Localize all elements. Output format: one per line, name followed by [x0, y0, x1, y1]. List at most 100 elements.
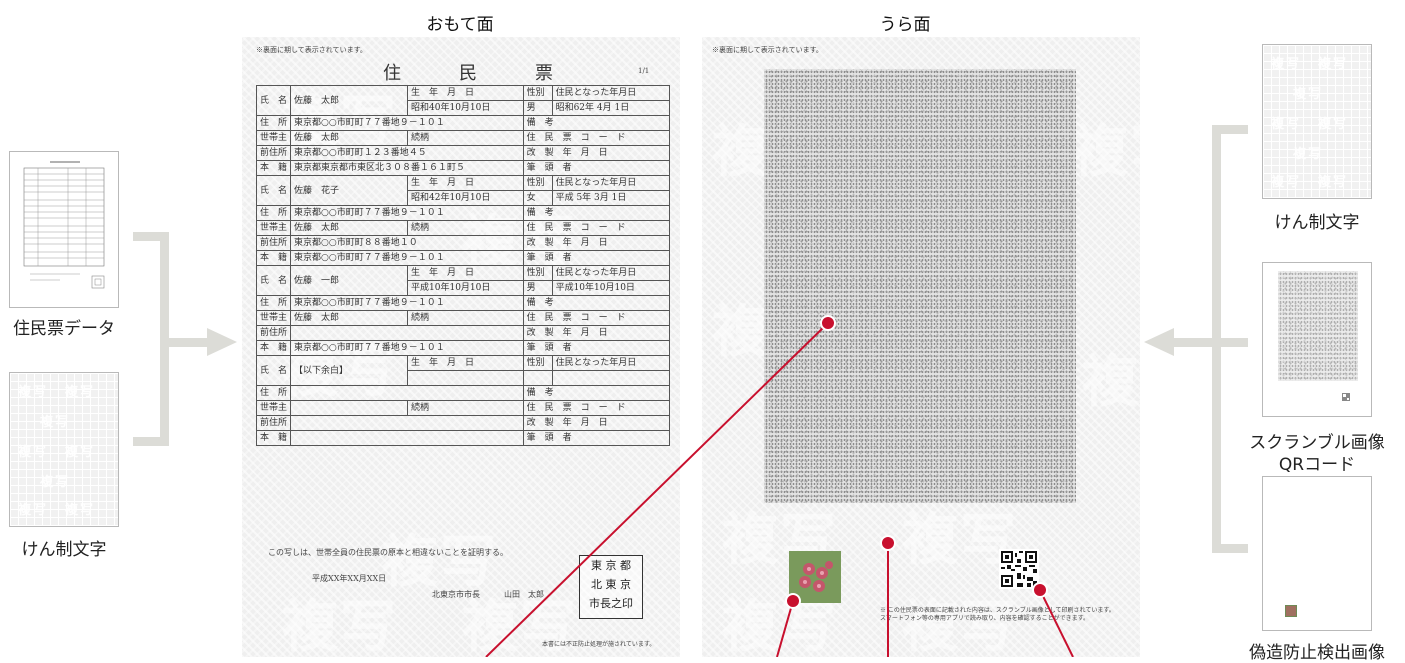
deterrent-text-thumbnail-left: 複写 複写 複写 複写 複写 複写 複写 複写	[9, 372, 119, 527]
watermark-text: 複写	[902, 595, 1018, 657]
col-label: 続柄	[407, 130, 524, 146]
col-label: 続柄	[407, 220, 524, 236]
watermark-text: 複写	[902, 508, 1018, 573]
left-arrow-icon	[1144, 328, 1174, 356]
row-label: 前住所	[255, 415, 292, 431]
page-number: 1/1	[638, 67, 650, 75]
watermark-text: 複写	[65, 445, 96, 460]
col-label: 住 民 票 コ ー ド	[522, 400, 671, 416]
honseki: 東京都○○市町町７７番地９－１０１	[290, 340, 524, 356]
deterrent-text-label-right: けん制文字	[1274, 213, 1360, 233]
col-label: 生 年 月 日	[407, 265, 524, 281]
table-row: 住 所備 考	[255, 385, 671, 401]
former-address	[290, 325, 524, 341]
row-label: 本 籍	[255, 430, 292, 446]
front-note: ※裏面に期して表示されています。	[256, 46, 367, 54]
former-address	[290, 415, 524, 431]
col-label: 性別	[522, 355, 553, 371]
row-label: 前住所	[255, 145, 292, 161]
deterrent-text-thumbnail-right: 複写 複写 複写 複写 複写 複写 複写 複写	[1262, 44, 1372, 199]
watermark-text: 複写	[1082, 350, 1140, 415]
table-row: 前住所改 製 年 月 日	[255, 415, 671, 431]
birth-date: 昭和42年10月10日	[407, 190, 524, 206]
former-address: 東京都○○市町町８８番地１０	[290, 235, 524, 251]
scramble-label: スクランブル画像	[1249, 433, 1385, 453]
householder: 佐藤 太郎	[290, 130, 409, 146]
deterrent-text-marker	[880, 535, 896, 551]
resident-data-preview-icon	[10, 152, 118, 307]
col-label: 性別	[522, 265, 553, 281]
row-label: 世帯主	[255, 400, 292, 416]
watermark-text: 複写	[18, 445, 49, 460]
issue-date: 平成XX年XX月XX日	[312, 574, 387, 583]
col-label: 続柄	[407, 310, 524, 326]
watermark-text: 複写	[65, 385, 96, 400]
table-row: 氏 名佐藤 太郎生 年 月 日性別住民となった年月日	[255, 85, 671, 116]
col-label: 住民となった年月日	[551, 175, 671, 191]
scramble-qr-thumbnail	[1262, 262, 1372, 417]
watermark-text: 複写	[1072, 120, 1140, 185]
watermark-text: 複写	[1271, 117, 1302, 132]
right-bracket-middle	[1212, 338, 1248, 347]
row-label: 本 籍	[255, 160, 292, 176]
moved-date	[551, 370, 671, 386]
col-label: 筆 頭 者	[522, 430, 671, 446]
col-label: 生 年 月 日	[407, 85, 524, 101]
col-label: 改 製 年 月 日	[522, 235, 671, 251]
col-label: 住 民 票 コ ー ド	[522, 310, 671, 326]
seal-line-3: 市長之印	[589, 597, 633, 610]
left-bracket-bottom	[133, 437, 169, 446]
address: 東京都○○市町町７７番地９－１０１	[290, 205, 524, 221]
table-row: 世帯主佐藤 太郎続柄住 民 票 コ ー ド	[255, 130, 671, 146]
householder: 佐藤 太郎	[290, 220, 409, 236]
scrambled-image-marker	[820, 315, 836, 331]
watermark-text: 複写	[1293, 87, 1324, 102]
sex: 男	[522, 280, 553, 296]
row-label: 氏 名	[255, 265, 292, 296]
address: 東京都○○市町町７７番地９－１０１	[290, 115, 524, 131]
qr-code-marker	[1032, 582, 1048, 598]
watermark-text: 複写	[65, 503, 96, 518]
row-label: 本 籍	[255, 340, 292, 356]
row-label: 住 所	[255, 115, 292, 131]
front-footer: 本書には不正防止処理が施されています。	[542, 641, 656, 648]
qr-code	[999, 549, 1039, 589]
table-row: 本 籍筆 頭 者	[255, 430, 671, 446]
col-label: 住 民 票 コ ー ド	[522, 220, 671, 236]
row-label: 住 所	[255, 295, 292, 311]
front-side-sheet: 複写 複写 複写 複写 複写 複写 ※裏面に期して表示されています。 住民票 1…	[242, 37, 680, 657]
birth-date: 平成10年10月10日	[407, 280, 524, 296]
col-label: 備 考	[522, 385, 671, 401]
person-name: 【以下余白】	[290, 355, 409, 386]
watermark-text: 複写	[1318, 117, 1349, 132]
col-label: 筆 頭 者	[522, 340, 671, 356]
seal-line-2: 北 東 京	[591, 578, 631, 591]
sex: 男	[522, 100, 553, 116]
qr-code-icon	[1001, 551, 1037, 587]
row-label: 世帯主	[255, 130, 292, 146]
col-label: 備 考	[522, 115, 671, 131]
anti-counterfeit-label: 偽造防止検出画像	[1249, 643, 1385, 663]
person-name: 佐藤 太郎	[290, 85, 409, 116]
table-row: 世帯主佐藤 太郎続柄住 民 票 コ ー ド	[255, 220, 671, 236]
resident-data-label: 住民票データ	[13, 319, 115, 339]
col-label: 住 民 票 コ ー ド	[522, 130, 671, 146]
seal-line-1: 東 京 都	[591, 559, 631, 572]
col-label: 住民となった年月日	[551, 265, 671, 281]
scrambled-image-preview	[1278, 271, 1358, 381]
honseki	[290, 430, 524, 446]
person-name: 佐藤 一郎	[290, 265, 409, 296]
qr-code-icon	[1342, 393, 1350, 401]
address	[290, 385, 524, 401]
col-label: 住民となった年月日	[551, 355, 671, 371]
householder: 佐藤 太郎	[290, 310, 409, 326]
watermark-text: 複写	[382, 530, 498, 595]
col-label: 続柄	[407, 400, 524, 416]
watermark-text: 複写	[1271, 175, 1302, 190]
document-title: 住民票	[383, 63, 611, 84]
front-side-header: おもて面	[426, 15, 494, 35]
scrambled-image	[764, 69, 1076, 503]
